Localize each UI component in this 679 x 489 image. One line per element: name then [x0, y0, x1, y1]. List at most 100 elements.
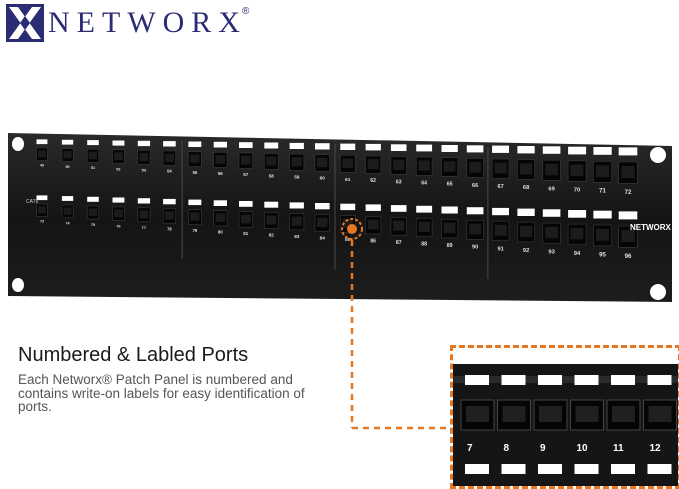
port-label-strip — [289, 202, 304, 209]
port-contacts — [596, 165, 610, 178]
port-label-strip — [213, 141, 227, 148]
callout-ring — [341, 218, 363, 240]
port-number: 57 — [243, 172, 249, 177]
port-number: 52 — [116, 166, 121, 171]
port-label-strip — [36, 195, 48, 201]
mount-hole-top-left — [12, 137, 24, 151]
port-label-strip — [466, 207, 484, 215]
port-label-strip — [61, 196, 74, 201]
port-contacts — [139, 210, 149, 219]
port-label-strip — [593, 210, 612, 219]
port-label-strip — [618, 211, 638, 220]
port-contacts — [494, 224, 507, 236]
port-number: 61 — [345, 177, 351, 183]
zoom-label-strip — [611, 464, 635, 474]
port-contacts — [570, 227, 584, 240]
zoom-port-contacts — [575, 406, 599, 422]
port-number: 59 — [294, 175, 300, 180]
zoom-port-number: 10 — [577, 443, 589, 454]
port-label-strip — [188, 141, 202, 147]
port-label-strip — [441, 145, 458, 152]
port-label-strip — [517, 208, 535, 216]
port-number: 60 — [320, 176, 326, 182]
port-number: 87 — [396, 240, 402, 246]
port-label-strip — [441, 206, 458, 214]
port-contacts — [443, 222, 456, 234]
zoom-port-contacts — [466, 406, 489, 422]
port-number: 77 — [142, 225, 147, 230]
port-label-strip — [137, 140, 151, 147]
port-number: 62 — [370, 178, 376, 184]
port-contacts — [88, 208, 98, 216]
feature-description: Each Networx® Patch Panel is numbered an… — [18, 372, 305, 414]
zoom-port-contacts — [539, 406, 562, 422]
port-number: 94 — [574, 251, 581, 257]
port-label-strip — [289, 142, 304, 149]
brand-name: NETWORX — [48, 6, 247, 39]
port-number: 84 — [320, 236, 326, 242]
port-label-strip — [188, 199, 202, 206]
mount-hole-bottom-right — [650, 284, 666, 300]
registered-mark: ® — [241, 5, 250, 17]
port-label-strip — [492, 145, 509, 153]
port-contacts — [545, 163, 558, 176]
port-contacts — [114, 209, 123, 218]
port-label-strip — [618, 147, 638, 156]
port-number: 74 — [65, 221, 70, 225]
panel-right-label: NETWORX — [630, 223, 672, 232]
brand-logo: NETWORX ® — [6, 4, 249, 42]
port-contacts — [519, 225, 533, 237]
port-number: 79 — [193, 228, 198, 233]
port-number: 76 — [116, 223, 121, 228]
port-label-strip — [416, 205, 433, 213]
zoom-port-number: 11 — [613, 443, 624, 454]
port-contacts — [114, 152, 123, 161]
port-label-strip — [264, 201, 279, 208]
zoom-port-number: 9 — [540, 443, 546, 454]
port-contacts — [241, 155, 251, 165]
port-number: 72 — [625, 189, 632, 196]
port-contacts — [266, 156, 277, 166]
port-label-strip — [163, 198, 176, 205]
port-contacts — [215, 213, 226, 222]
port-contacts — [291, 216, 302, 226]
port-number: 70 — [574, 188, 581, 194]
zoom-label-strip — [538, 375, 562, 385]
port-contacts — [241, 214, 251, 224]
port-label-strip — [568, 210, 587, 218]
port-label-strip — [340, 143, 356, 150]
port-number: 53 — [142, 168, 147, 173]
port-label-strip — [315, 203, 330, 210]
port-number: 86 — [370, 239, 376, 245]
port-contacts — [596, 229, 610, 241]
port-contacts — [367, 159, 379, 169]
port-contacts — [621, 166, 635, 178]
port-contacts — [469, 161, 482, 173]
zoom-port-number: 8 — [504, 443, 510, 454]
port-number: 50 — [65, 165, 69, 169]
port-label-strip — [390, 144, 407, 151]
port-number: 93 — [548, 249, 555, 255]
port-contacts — [164, 153, 174, 162]
port-label-strip — [466, 145, 484, 153]
port-number: 75 — [91, 223, 95, 227]
port-number: 78 — [167, 226, 172, 231]
port-contacts — [570, 164, 584, 177]
port-contacts — [317, 157, 328, 168]
port-contacts — [63, 151, 72, 159]
port-contacts — [621, 230, 635, 242]
port-number: 73 — [40, 220, 44, 224]
port-number: 85 — [345, 237, 351, 243]
port-label-strip — [87, 140, 99, 146]
port-number: 81 — [243, 231, 249, 236]
port-label-strip — [517, 146, 535, 154]
port-contacts — [519, 163, 533, 175]
port-label-strip — [390, 205, 407, 212]
port-label-strip — [542, 146, 561, 154]
port-label-strip — [61, 139, 74, 145]
feature-title: Numbered & Labled Ports — [18, 344, 249, 366]
zoom-port-contacts — [612, 406, 635, 422]
